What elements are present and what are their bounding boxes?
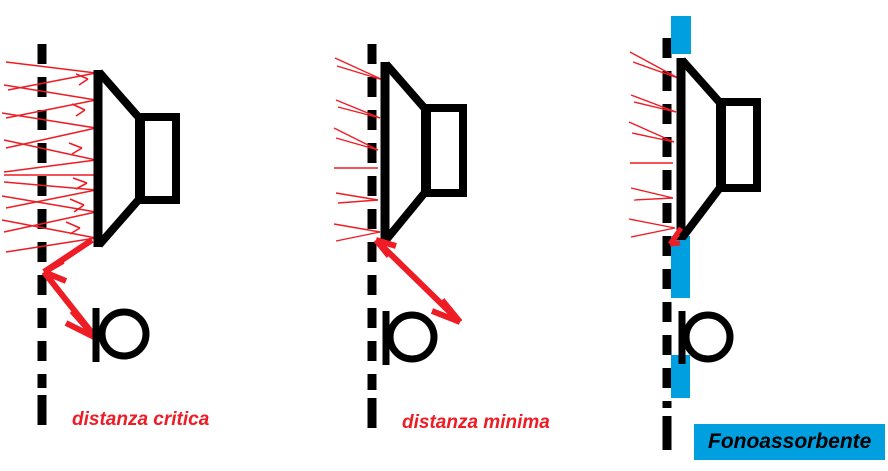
speaker-1 [93,69,180,248]
absorber-panel-top [671,16,691,54]
reflection-arrow-2 [373,237,463,325]
absorbed-arrow-3 [667,226,684,247]
ray-fan-2 [333,57,384,242]
caption-distanza-critica: distanza critica [72,409,210,430]
ray-fan-3 [628,51,679,238]
microphone-3 [678,311,734,364]
caption-distanza-minima: distanza minima [402,412,550,433]
absorber-panel-middle [671,236,690,298]
microphone-2 [382,311,438,365]
speaker-2 [380,61,467,243]
ray-fan-1 [1,61,97,253]
panel-minimum-distance [333,44,467,428]
microphone-1 [92,308,150,362]
reflection-arrow-1 [41,237,99,341]
speaker-3 [676,57,761,241]
legend-badge-fonoassorbente: Fonoassorbente [694,424,886,460]
panel-critical-distance [1,44,180,425]
absorber-panel-bottom [671,355,690,398]
panel-absorber [628,16,761,450]
ray-arrowheads-1 [65,73,89,235]
